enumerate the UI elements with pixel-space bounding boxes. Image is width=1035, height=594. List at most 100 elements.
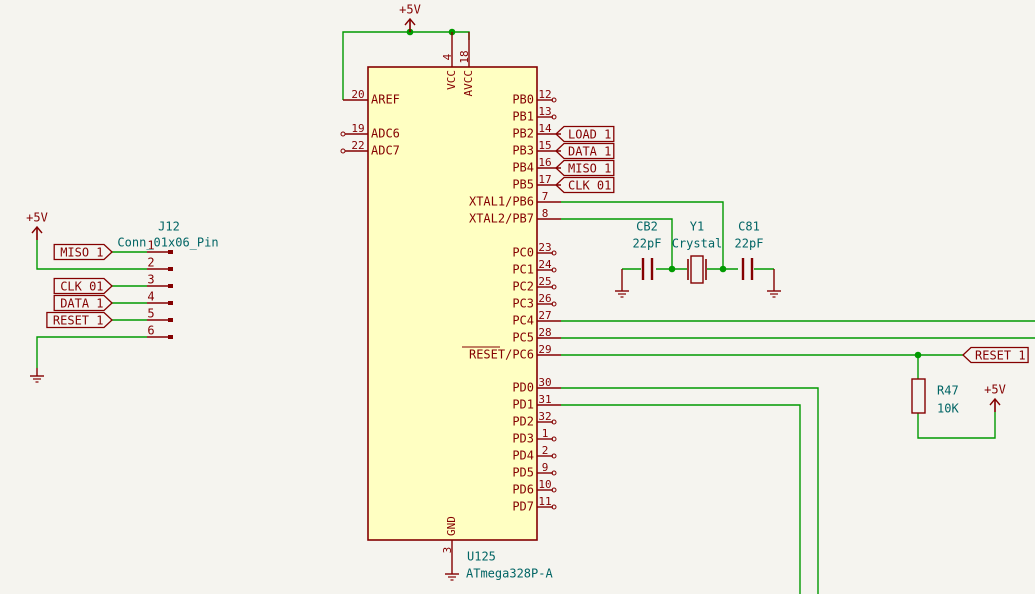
ref-c81: C81	[738, 220, 760, 234]
ic-u125-body	[367, 66, 538, 541]
power-5v-top-label: +5V	[399, 3, 421, 17]
net-label-j12-data-1	[53, 294, 113, 312]
pin-number-32: 32	[538, 410, 551, 423]
unconnected-pd3	[551, 436, 557, 442]
net-label-load-1	[555, 125, 615, 143]
pin-number-27: 27	[538, 309, 551, 322]
ref-cb2: CB2	[636, 220, 658, 234]
net-label-j12-reset-1-text: RESET 1	[53, 314, 104, 328]
net-label-j12-reset-1	[46, 311, 113, 329]
net-label-reset-1-text: RESET 1	[975, 349, 1026, 363]
pin-number-3: 3	[441, 547, 454, 554]
unconnected-adc7	[340, 148, 346, 154]
unconnected-pc2	[551, 284, 557, 290]
connector-j12-pin-end-4	[168, 301, 173, 305]
pin-name-pc1: PC1	[512, 263, 534, 277]
j12-pin-number-5: 5	[147, 307, 154, 321]
pin-name-adc7: ADC7	[371, 144, 400, 158]
unconnected-pc3	[551, 301, 557, 307]
pin-name-pb4: PB4	[512, 161, 534, 175]
j12-pin-number-2: 2	[147, 256, 154, 270]
unconnected-pd4	[551, 453, 557, 459]
net-label-reset-1	[962, 346, 1029, 364]
pin-number-15: 15	[538, 139, 551, 152]
pin-name-pc5: PC5	[512, 331, 534, 345]
unconnected-pd2	[551, 419, 557, 425]
connector-j12-pin-end-6	[168, 335, 173, 339]
value-j12: Conn_01x06_Pin	[117, 236, 218, 250]
power-5v-r47-label: +5V	[984, 383, 1006, 397]
value-u125: ATmega328P-A	[466, 567, 553, 581]
pin-number-30: 30	[538, 376, 551, 389]
wire-r47-to-5v	[917, 412, 996, 439]
pin-name-pd1: PD1	[512, 398, 534, 412]
connector-j12-pin-end-5	[168, 318, 173, 322]
pin-number-29: 29	[538, 343, 551, 356]
net-label-j12-data-1-text: DATA 1	[60, 297, 103, 311]
wires	[36, 28, 1035, 594]
j12-pin-number-1: 1	[147, 239, 154, 253]
pin-number-14: 14	[538, 122, 552, 135]
pin-name-pd0: PD0	[512, 381, 534, 395]
pin-name-pd4: PD4	[512, 449, 534, 463]
pin-number-16: 16	[538, 156, 551, 169]
ref-y1: Y1	[690, 220, 704, 234]
wire-j12-pin2-5v	[36, 240, 147, 270]
net-label-j12-miso-1-text: MISO 1	[60, 246, 103, 260]
pin-name-avcc: AVCC	[462, 70, 475, 97]
connector-j12-pin-end-3	[168, 284, 173, 288]
resistor-r47-body	[911, 378, 926, 414]
connector-j12-pin-end-1	[168, 250, 173, 254]
power-5v-j12-arrow	[31, 225, 43, 234]
value-r47: 10K	[937, 402, 959, 416]
pin-number-10: 10	[538, 478, 551, 491]
pin-number-2: 2	[542, 444, 549, 457]
pin-number-11: 11	[538, 495, 551, 508]
pin-name-pd3: PD3	[512, 432, 534, 446]
unconnected-pb1	[551, 114, 557, 120]
net-label-miso-1-text: MISO 1	[568, 162, 611, 176]
value-cb2: 22pF	[633, 237, 662, 251]
net-label-clk-01	[555, 176, 615, 194]
pin-number-17: 17	[538, 173, 551, 186]
pin-number-7: 7	[542, 190, 549, 203]
j12-pin-number-6: 6	[147, 324, 154, 338]
pin-name-pc0: PC0	[512, 246, 534, 260]
ref-u125: U125	[467, 550, 496, 564]
pin-name-pc2: PC2	[512, 280, 534, 294]
power-5v-top-arrow	[404, 17, 416, 26]
pin-name-pc4: PC4	[512, 314, 534, 328]
value-c81: 22pF	[735, 237, 764, 251]
symbols	[30, 17, 1029, 581]
pin-number-24: 24	[538, 258, 552, 271]
unconnected-pb0	[551, 97, 557, 103]
pin-name-pd6: PD6	[512, 483, 534, 497]
pin-name-pc3: PC3	[512, 297, 534, 311]
wire-pd1	[561, 404, 801, 594]
unconnected-pc0	[551, 250, 557, 256]
unconnected-pd7	[551, 504, 557, 510]
pin-name-pb5: PB5	[512, 178, 534, 192]
pin-name-adc6: ADC6	[371, 127, 400, 141]
unconnected-pc1	[551, 267, 557, 273]
net-label-j12-clk-01	[53, 277, 113, 295]
pin-name-pd5: PD5	[512, 466, 534, 480]
pin-number-1: 1	[542, 427, 549, 440]
net-label-data-1	[555, 142, 615, 160]
pin-number-9: 9	[542, 461, 549, 474]
pin-name-xtal2-pb7: XTAL2/PB7	[469, 212, 534, 226]
unconnected-pd6	[551, 487, 557, 493]
net-label-miso-1	[555, 159, 615, 177]
pin-number-31: 31	[538, 393, 551, 406]
ref-j12: J12	[158, 220, 180, 234]
unconnected-pd5	[551, 470, 557, 476]
pin-number-26: 26	[538, 292, 551, 305]
pin-name-reset-pc6: RESET/PC6	[469, 348, 534, 362]
pin-name-pd7: PD7	[512, 500, 534, 514]
pin-name-pb2: PB2	[512, 127, 534, 141]
wire-j12-pin6-gnd	[36, 336, 147, 368]
net-label-load-1-text: LOAD 1	[568, 128, 611, 142]
pin-name-xtal1-pb6: XTAL1/PB6	[469, 195, 534, 209]
pin-number-23: 23	[538, 241, 551, 254]
